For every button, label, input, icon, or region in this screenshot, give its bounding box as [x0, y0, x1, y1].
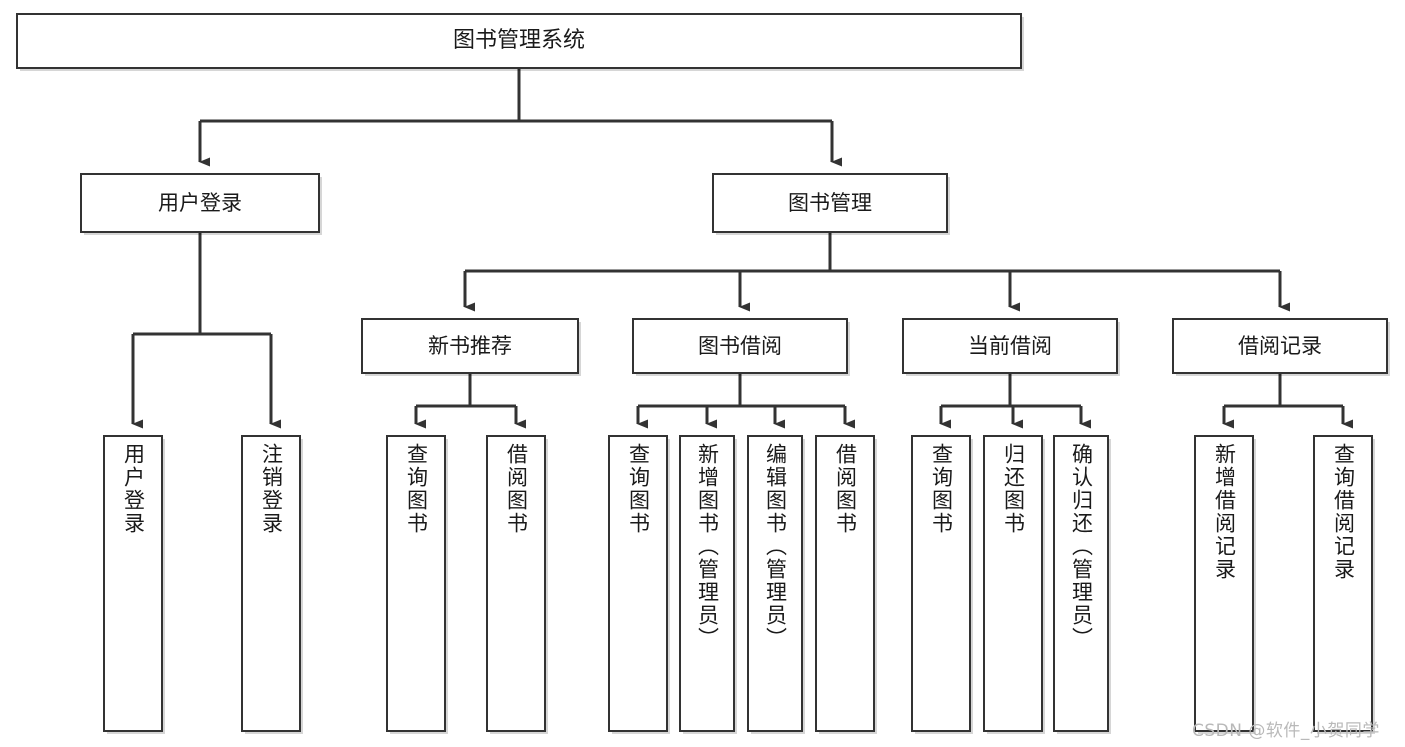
node-level2-new-book-recommend-label: 新书推荐: [428, 333, 512, 358]
node-leaf-confirm-return-admin[interactable]: 确认归还（管理员）: [1053, 435, 1109, 732]
node-leaf-logout-label: 注销登录: [259, 443, 284, 535]
node-leaf-query-borrow-record-label: 查询借阅记录: [1331, 443, 1356, 581]
node-leaf-logout[interactable]: 注销登录: [241, 435, 301, 732]
node-leaf-user-login-label: 用户登录: [121, 443, 146, 535]
node-leaf-query-book-recommend[interactable]: 查询图书: [386, 435, 446, 732]
node-leaf-return-book[interactable]: 归还图书: [983, 435, 1043, 732]
node-leaf-query-book-current-label: 查询图书: [929, 443, 954, 535]
node-level2-new-book-recommend[interactable]: 新书推荐: [361, 318, 579, 374]
node-level2-book-borrow-label: 图书借阅: [698, 333, 782, 358]
node-leaf-add-borrow-record[interactable]: 新增借阅记录: [1194, 435, 1254, 732]
node-level1-user-login-label: 用户登录: [158, 190, 242, 215]
node-root[interactable]: 图书管理系统: [16, 13, 1022, 69]
node-leaf-confirm-return-admin-label: 确认归还（管理员）: [1069, 443, 1094, 650]
node-level1-book-management-label: 图书管理: [788, 190, 872, 215]
node-leaf-query-book-current[interactable]: 查询图书: [911, 435, 971, 732]
node-leaf-query-borrow-record[interactable]: 查询借阅记录: [1313, 435, 1373, 732]
node-level2-borrow-record-label: 借阅记录: [1238, 333, 1322, 358]
node-level2-borrow-record[interactable]: 借阅记录: [1172, 318, 1388, 374]
node-leaf-return-book-label: 归还图书: [1001, 443, 1026, 535]
node-leaf-add-borrow-record-label: 新增借阅记录: [1212, 443, 1237, 581]
csdn-watermark: CSDN @软件_小贺同学: [1192, 721, 1380, 741]
node-leaf-query-book-borrow-label: 查询图书: [626, 443, 651, 535]
node-leaf-edit-book-admin-label: 编辑图书（管理员）: [763, 443, 788, 650]
node-leaf-user-login[interactable]: 用户登录: [103, 435, 163, 732]
node-level1-user-login[interactable]: 用户登录: [80, 173, 320, 233]
node-leaf-query-book-borrow[interactable]: 查询图书: [608, 435, 668, 732]
node-leaf-add-book-admin-label: 新增图书（管理员）: [695, 443, 720, 650]
node-leaf-edit-book-admin[interactable]: 编辑图书（管理员）: [747, 435, 803, 732]
node-leaf-borrow-book-recommend-label: 借阅图书: [504, 443, 529, 535]
node-root-label: 图书管理系统: [452, 28, 585, 54]
node-level2-current-borrow[interactable]: 当前借阅: [902, 318, 1118, 374]
node-level2-current-borrow-label: 当前借阅: [968, 333, 1052, 358]
node-level2-book-borrow[interactable]: 图书借阅: [632, 318, 848, 374]
node-level1-book-management[interactable]: 图书管理: [712, 173, 948, 233]
node-leaf-query-book-recommend-label: 查询图书: [404, 443, 429, 535]
node-leaf-add-book-admin[interactable]: 新增图书（管理员）: [679, 435, 735, 732]
node-leaf-borrow-book-recommend[interactable]: 借阅图书: [486, 435, 546, 732]
node-leaf-borrow-book-label: 借阅图书: [833, 443, 858, 535]
node-leaf-borrow-book[interactable]: 借阅图书: [815, 435, 875, 732]
